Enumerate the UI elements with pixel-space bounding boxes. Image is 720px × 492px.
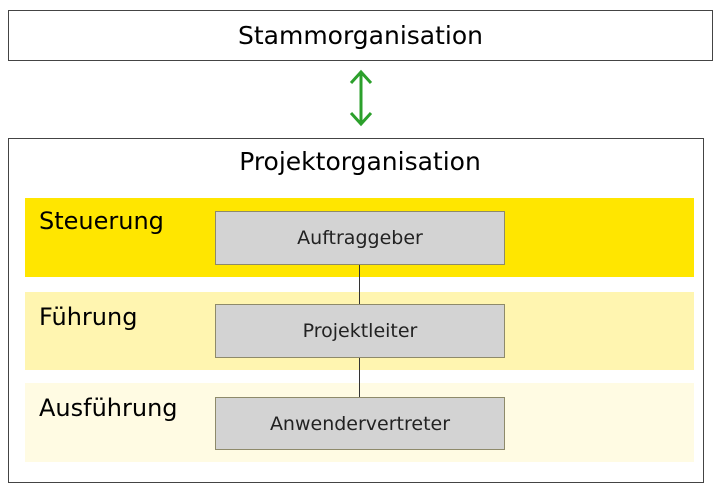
role-box-projektleiter: Projektleiter xyxy=(215,304,505,358)
projektorganisation-title: Projektorganisation xyxy=(239,147,481,176)
role-label: Anwendervertreter xyxy=(269,412,451,435)
stammorganisation-box: Stammorganisation xyxy=(8,10,713,61)
level-label-fuehrung: Führung xyxy=(39,303,138,331)
level-label-steuerung: Steuerung xyxy=(39,207,164,235)
double-arrow-icon xyxy=(349,69,373,127)
role-label: Auftraggeber xyxy=(297,227,423,249)
role-label: Projektleiter xyxy=(302,320,418,342)
level-label-ausfuehrung: Ausführung xyxy=(39,394,178,422)
role-box-auftraggeber: Auftraggeber xyxy=(215,211,505,265)
stammorganisation-label: Stammorganisation xyxy=(237,21,484,50)
role-box-anwendervertreter: Anwendervertreter xyxy=(215,397,505,450)
